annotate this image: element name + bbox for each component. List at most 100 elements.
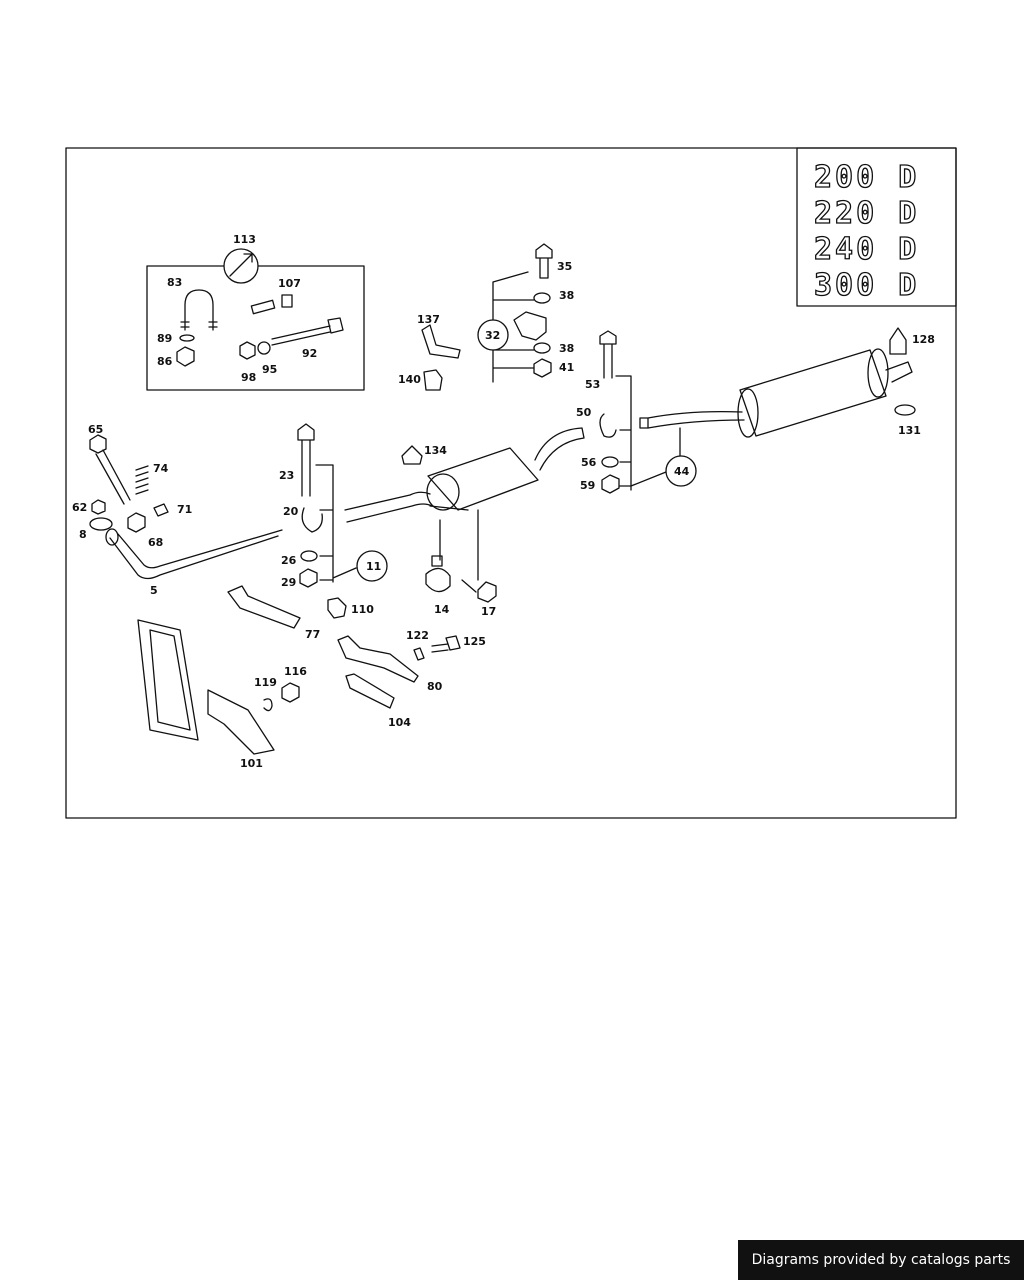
diagram-frame: [65, 147, 957, 819]
label-107: 107: [278, 277, 301, 290]
bolt-part-53: [599, 330, 617, 379]
label-32: 32: [485, 329, 500, 342]
front-pipe-part-5: [105, 528, 283, 580]
washer-part-122: [413, 647, 425, 661]
label-134: 134: [424, 444, 447, 457]
label-95: 95: [262, 363, 277, 376]
rubber-mount-part-140: [423, 369, 443, 391]
label-65: 65: [88, 423, 103, 436]
label-20: 20: [283, 505, 299, 518]
label-74: 74: [153, 462, 169, 475]
bushing-part-110: [327, 597, 347, 619]
label-53: 53: [585, 378, 600, 391]
label-101: 101: [240, 757, 263, 770]
label-131: 131: [898, 424, 921, 437]
label-38b: 38: [559, 342, 574, 355]
screw-part-17: [461, 579, 497, 603]
nut-part-62: [91, 499, 106, 515]
spring-washer-part-119: [263, 698, 273, 712]
label-44: 44: [674, 465, 690, 478]
label-86: 86: [157, 355, 173, 368]
label-14: 14: [434, 603, 450, 616]
model-240d: 240 D: [814, 232, 919, 267]
model-220d: 220 D: [814, 196, 919, 231]
label-62: 62: [72, 501, 87, 514]
label-140: 140: [398, 373, 421, 386]
clamp-part-20: [301, 507, 323, 533]
part-labels: 113 83 107 89 86 98 95 92 35 38 32 38 41…: [72, 233, 935, 770]
wrench-icon: [223, 248, 259, 284]
callout-circle-32: [477, 319, 509, 351]
bolt-part-65: [89, 434, 131, 505]
nut-part-98: [239, 341, 256, 360]
label-41: 41: [559, 361, 574, 374]
gasket-plate-part-101: [137, 619, 199, 741]
nut-part-86: [176, 346, 195, 367]
callout-circle-44: [665, 455, 697, 487]
ring-part-131: [894, 404, 916, 416]
hanger-part-50: [599, 413, 617, 438]
model-300d: 300 D: [814, 268, 919, 303]
washer-part-26: [300, 550, 318, 562]
washer-part-38b: [533, 342, 551, 354]
label-29: 29: [281, 576, 296, 589]
label-11: 11: [366, 560, 381, 573]
clamp-part-14: [425, 555, 451, 593]
model-200d: 200 D: [814, 160, 919, 195]
label-122: 122: [406, 629, 429, 642]
label-83: 83: [167, 276, 182, 289]
model-legend-box: [796, 147, 957, 307]
bolt-part-125: [431, 635, 461, 653]
bolt-part-35: [535, 243, 553, 279]
callout-circle-11: [356, 550, 388, 582]
label-68: 68: [148, 536, 163, 549]
label-17: 17: [481, 605, 496, 618]
washer-part-8: [89, 517, 113, 531]
label-125: 125: [463, 635, 486, 648]
bushing-part-107: [281, 294, 293, 308]
nut-part-68: [127, 512, 146, 533]
bracket-part-77: [227, 585, 301, 629]
washer-part-89: [179, 334, 195, 342]
pin-part-107a: [250, 299, 276, 315]
label-119: 119: [254, 676, 277, 689]
nut-part-59: [601, 474, 620, 494]
label-8: 8: [79, 528, 87, 541]
bracket-part-104: [345, 673, 395, 709]
label-50: 50: [576, 406, 592, 419]
label-104: 104: [388, 716, 411, 729]
rubber-mount-part-134: [401, 445, 423, 465]
label-92: 92: [302, 347, 317, 360]
bracket-part-137: [421, 324, 461, 359]
label-35: 35: [557, 260, 572, 273]
spring-part-74: [135, 465, 149, 495]
label-26: 26: [281, 554, 297, 567]
front-muffler: [344, 427, 585, 523]
callout-line-44: [615, 375, 681, 491]
label-98: 98: [241, 371, 256, 384]
callout-line-center: [439, 509, 479, 581]
bracket-part-80: [337, 635, 419, 683]
label-113: 113: [233, 233, 256, 246]
footer-credit: Diagrams provided by catalogs parts: [738, 1240, 1024, 1280]
label-56: 56: [581, 456, 597, 469]
label-128: 128: [912, 333, 935, 346]
washer-part-95: [257, 341, 271, 355]
label-59: 59: [580, 479, 595, 492]
bolt-part-23: [297, 423, 315, 497]
nut-part-116: [281, 682, 300, 703]
label-71: 71: [177, 503, 192, 516]
label-137: 137: [417, 313, 440, 326]
rubber-mount-part-128: [889, 327, 907, 355]
label-80: 80: [427, 680, 443, 693]
nut-part-41: [533, 358, 552, 378]
nut-part-29: [299, 568, 318, 588]
label-110: 110: [351, 603, 374, 616]
bracket-part-101: [207, 689, 275, 755]
label-38a: 38: [559, 289, 574, 302]
model-designations: 200 D 220 D 240 D 300 D: [813, 159, 919, 303]
label-23: 23: [279, 469, 294, 482]
washer-part-38a: [533, 292, 551, 304]
rear-muffler: [639, 348, 913, 438]
